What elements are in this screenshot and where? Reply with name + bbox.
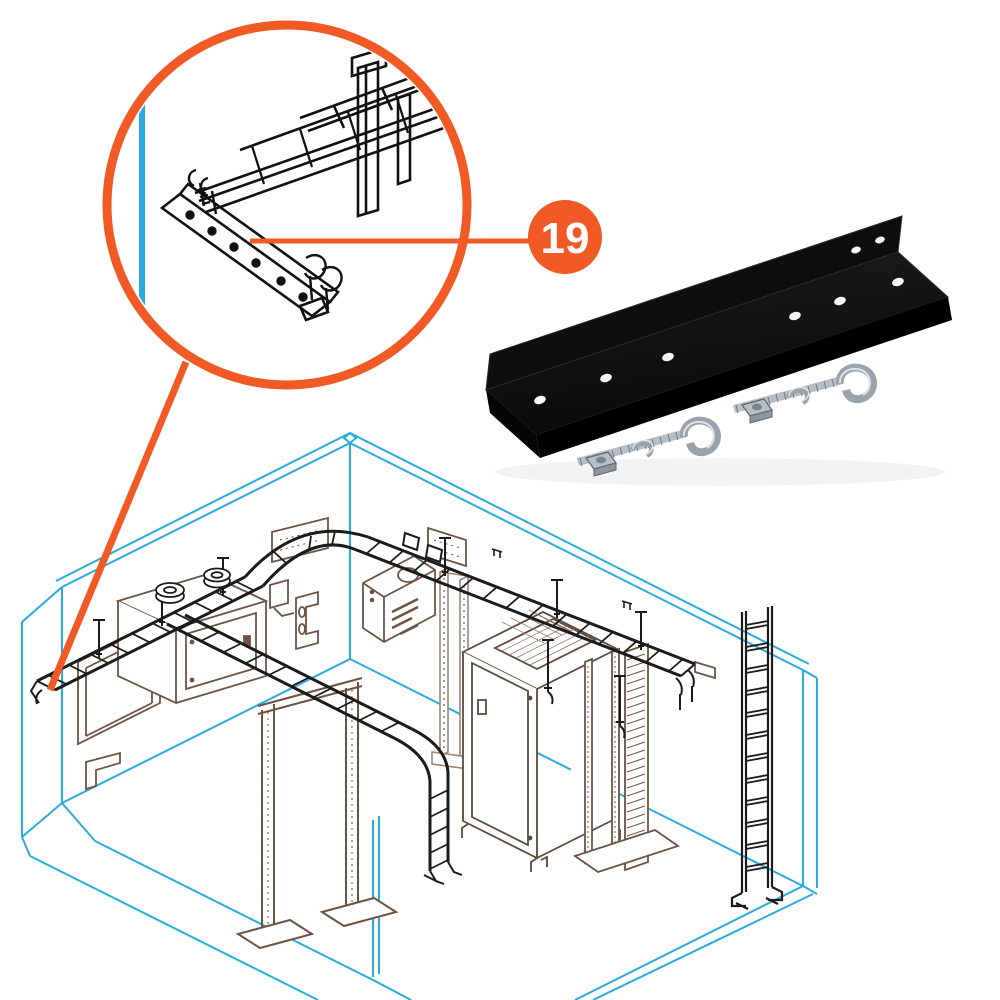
bracket-front-edge <box>536 297 952 458</box>
lock-washer <box>629 441 654 458</box>
back-corner-edge <box>342 431 358 659</box>
cable-runway-system <box>29 529 696 885</box>
two-post-rack <box>235 677 399 950</box>
callout-leader-to-scene <box>46 360 190 692</box>
shelf-bracket <box>85 751 121 791</box>
wedge-console-box <box>362 554 436 644</box>
cable-runway-curve <box>243 529 444 587</box>
c-bracket <box>295 590 319 651</box>
cable-spools <box>155 567 231 604</box>
callout: 19 <box>46 20 602 692</box>
server-cabinet <box>460 609 621 872</box>
cabinet-door <box>471 661 529 847</box>
wall-angle-bracket-product <box>485 215 952 486</box>
part-number-badge: 19 <box>528 200 602 274</box>
room-wireframe <box>21 431 818 1000</box>
bracket-left-end <box>486 390 540 458</box>
callout-detail-drawing <box>139 46 461 322</box>
waterfall-drop-ladder <box>393 727 463 885</box>
right-wall-end-cap <box>802 669 818 895</box>
cable-runway-branch <box>166 613 413 740</box>
left-wall-end-cap <box>21 586 63 838</box>
small-wall-bracket <box>269 578 295 617</box>
j-bolt-hardware-set <box>576 416 721 477</box>
right-wall-top-edge <box>349 432 810 671</box>
open-rack-cable-manager <box>572 642 681 873</box>
right-wall-plate <box>694 660 716 680</box>
vertical-ladder-right <box>730 606 784 910</box>
bracket-holes <box>534 236 904 405</box>
part-number-text: 19 <box>541 214 590 263</box>
callout-circle <box>102 20 472 390</box>
square-nut <box>585 451 617 477</box>
